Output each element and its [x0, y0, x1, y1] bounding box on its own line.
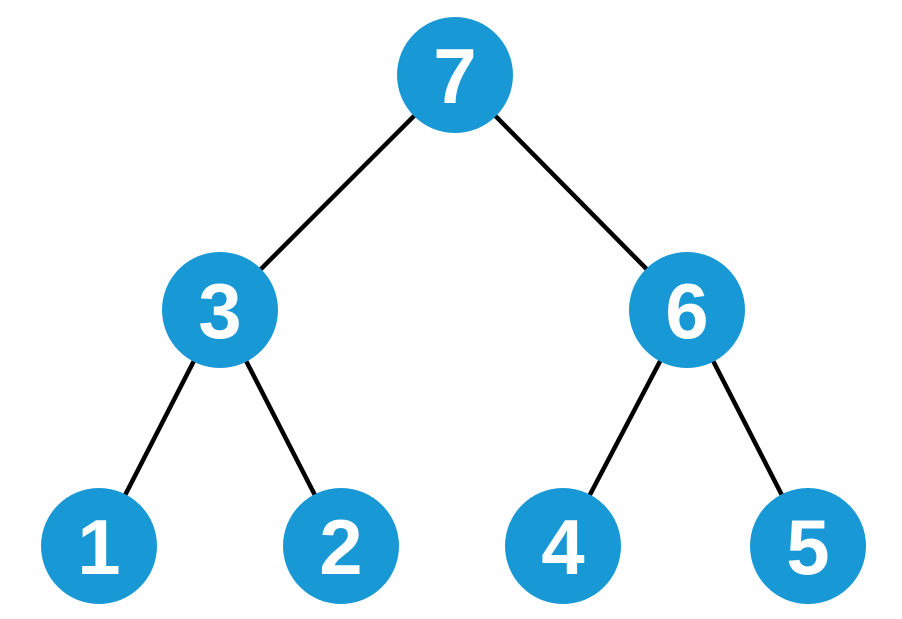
- tree-node-4: 4: [505, 488, 621, 604]
- tree-node-label-4: 4: [541, 503, 584, 591]
- tree-node-2: 2: [283, 488, 399, 604]
- tree-node-circle-4: [505, 488, 621, 604]
- tree-node-label-1: 1: [77, 503, 120, 591]
- tree-node-label-2: 2: [319, 503, 362, 591]
- tree-node-label-3: 3: [198, 267, 241, 355]
- tree-node-label-7: 7: [433, 32, 476, 120]
- tree-node-layer: 7 3 6 1 2 4 5: [41, 17, 866, 604]
- tree-node-label-5: 5: [786, 503, 829, 591]
- tree-node-circle-5: [750, 488, 866, 604]
- tree-node-1: 1: [41, 488, 157, 604]
- tree-node-7: 7: [397, 17, 513, 133]
- tree-node-3: 3: [162, 252, 278, 368]
- tree-node-label-6: 6: [665, 267, 708, 355]
- tree-node-6: 6: [629, 252, 745, 368]
- tree-node-circle-7: [397, 17, 513, 133]
- tree-node-circle-2: [283, 488, 399, 604]
- tree-node-circle-1: [41, 488, 157, 604]
- tree-node-circle-6: [629, 252, 745, 368]
- tree-node-5: 5: [750, 488, 866, 604]
- tree-node-circle-3: [162, 252, 278, 368]
